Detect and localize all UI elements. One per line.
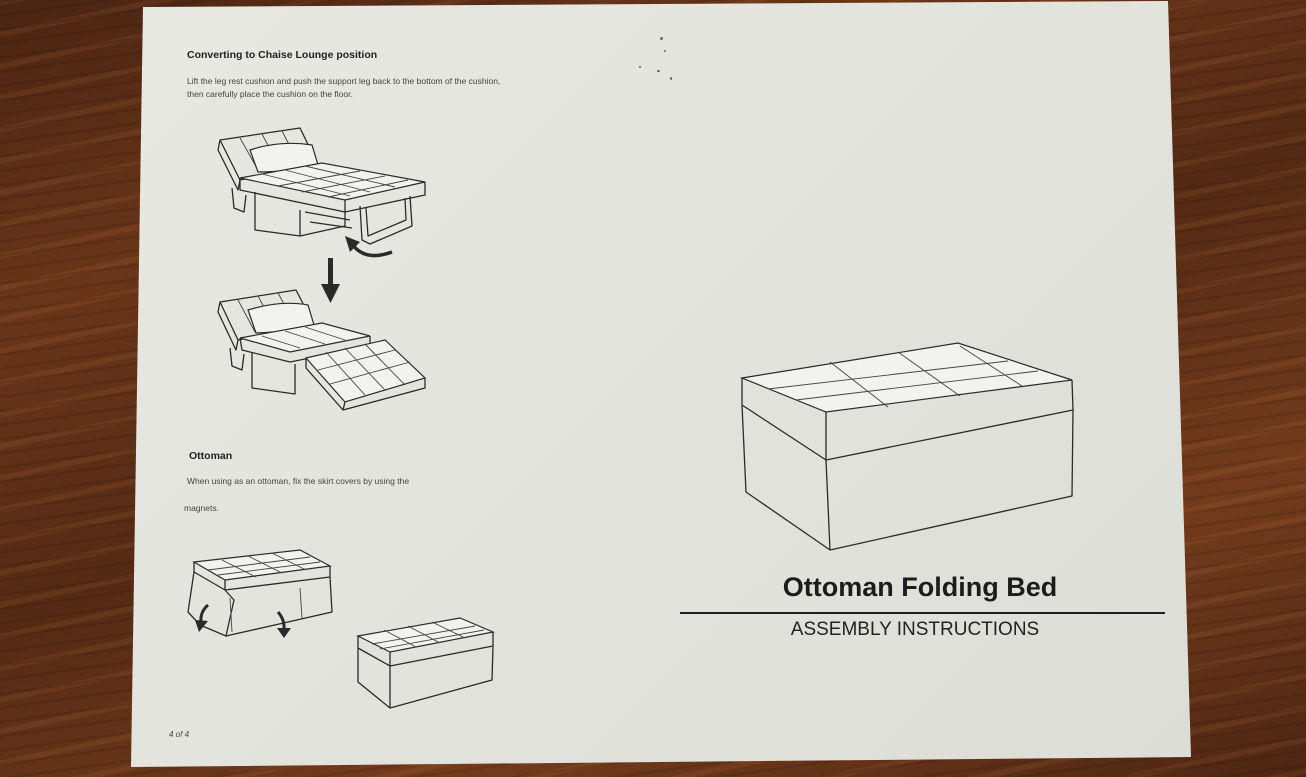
chaise-instruction-line-2: then carefully place the cushion on the …: [187, 89, 353, 99]
ottoman-instruction-line-1: When using as an ottoman, fix the skirt …: [187, 476, 410, 486]
title-divider: [680, 612, 1165, 614]
document-subtitle: ASSEMBLY INSTRUCTIONS: [790, 619, 1040, 640]
large-ottoman-illustration: [739, 342, 1074, 551]
skirted-ottoman-illustration: [187, 549, 333, 638]
ottoman-instruction-line-2: magnets.: [184, 503, 219, 513]
ottoman-section-heading: Ottoman: [189, 450, 233, 462]
sofa-bed-illustration: [217, 127, 426, 245]
curved-arrow-icon: [345, 236, 393, 258]
page-number: 4 of 4: [169, 730, 190, 739]
paper-speck: [639, 66, 641, 68]
document-title: Ottoman Folding Bed: [782, 572, 1058, 602]
chaise-lounge-illustration: [217, 289, 427, 411]
closed-ottoman-illustration: [356, 617, 496, 709]
chaise-instruction-line-1: Lift the leg rest cushion and push the s…: [187, 76, 501, 86]
paper-speck: [670, 77, 672, 80]
down-arrow-icon: [321, 258, 340, 303]
paper-speck: [660, 37, 663, 40]
paper-speck: [664, 50, 666, 52]
chaise-section-heading: Converting to Chaise Lounge position: [187, 49, 378, 61]
paper-speck: [657, 70, 660, 72]
